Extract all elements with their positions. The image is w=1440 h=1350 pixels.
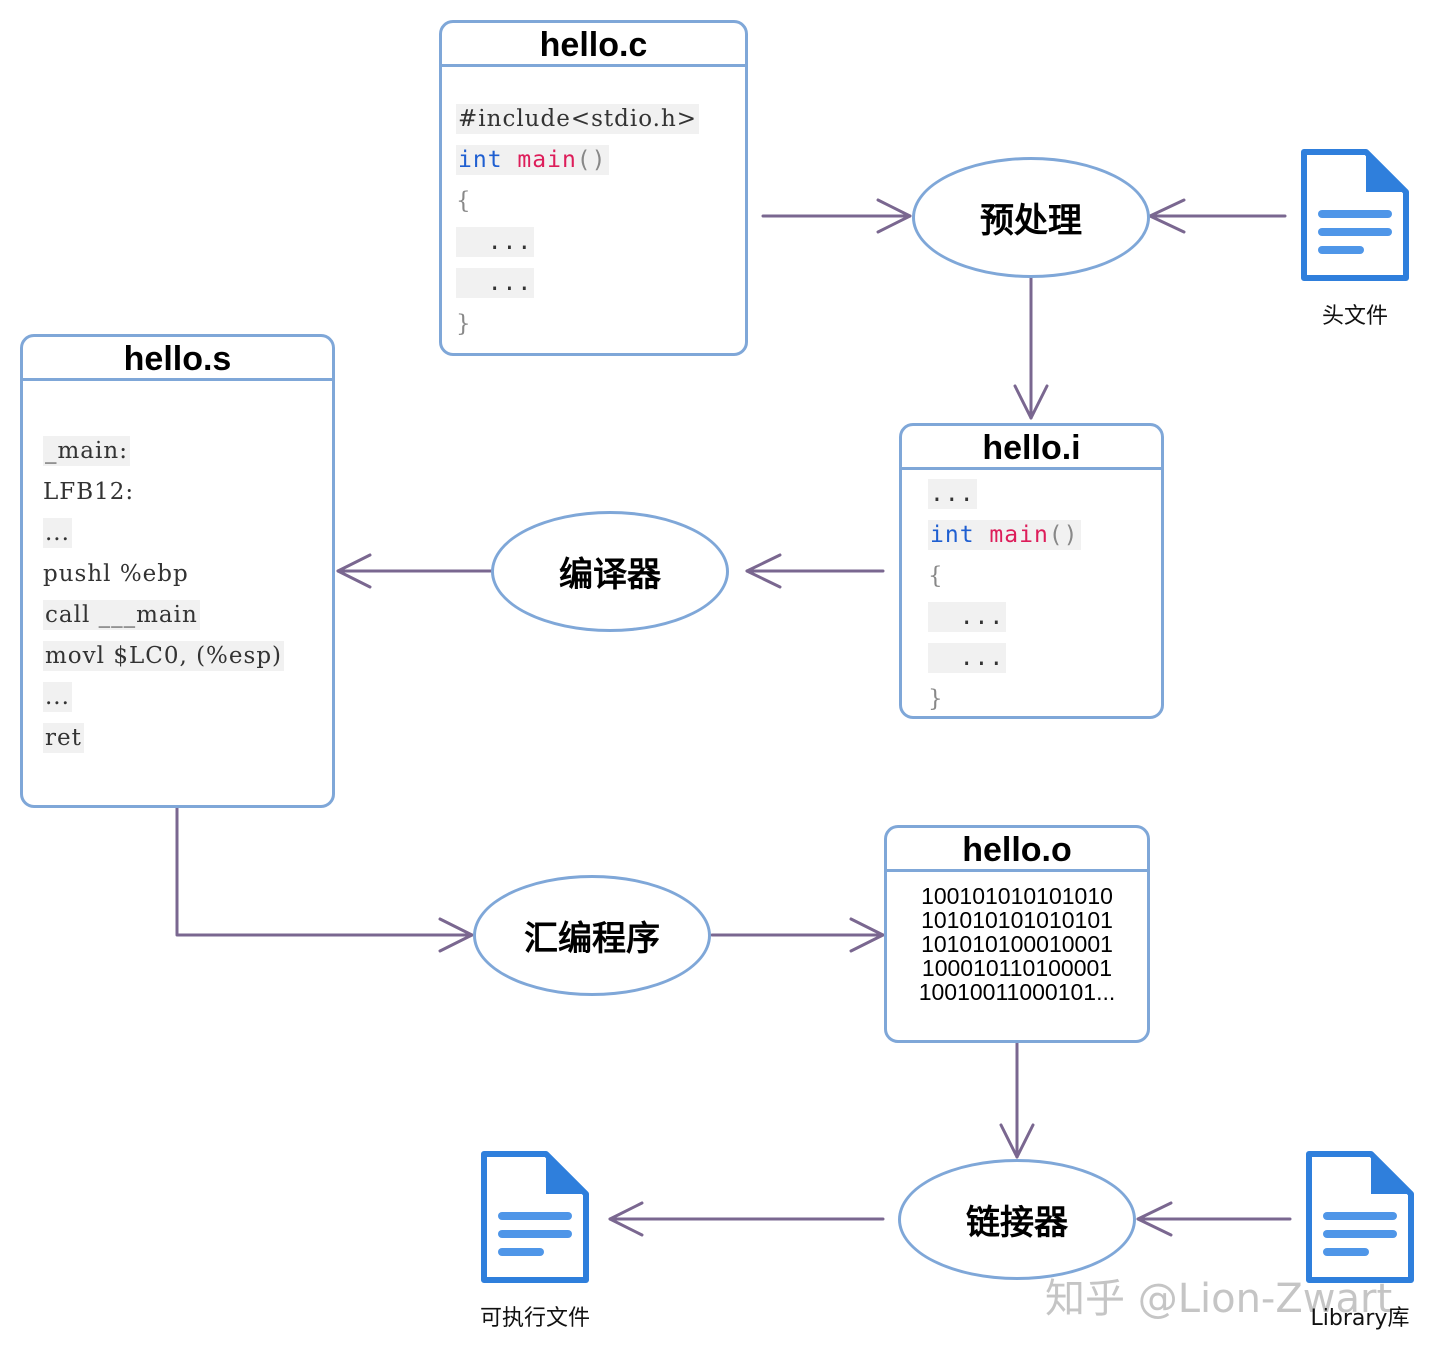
preprocess-step: 预处理 <box>912 157 1150 278</box>
keyword-int: int <box>930 522 975 548</box>
code-line: ... <box>43 682 72 712</box>
watermark: 知乎 @Lion-Zwart <box>1045 1276 1393 1322</box>
arrow-library-to-linker <box>1136 1201 1292 1237</box>
parens: () <box>576 147 607 173</box>
binary-line: 10010011000101... <box>918 979 1116 1005</box>
ellipsis-line: ... <box>487 270 533 296</box>
hello-i-box: hello.i ... int main() { ... ... } <box>899 423 1164 719</box>
arrow-hello-o-to-linker <box>999 1041 1035 1159</box>
compiler-step: 编译器 <box>491 511 729 632</box>
hello-o-box: hello.o 100101010101010 101010101010101 … <box>884 825 1150 1043</box>
code-line: call ___main <box>43 600 200 630</box>
binary-line: 100010110100001 <box>921 955 1113 981</box>
ellipsis-line: ... <box>959 604 1005 630</box>
arrow-hello-c-to-preprocess <box>761 198 912 234</box>
code-line: pushl %ebp <box>43 561 189 587</box>
linker-step: 链接器 <box>898 1159 1136 1280</box>
arrow-assembler-to-hello-o <box>710 917 885 953</box>
header-file-icon <box>1301 149 1409 281</box>
code-line: #include<stdio.h> <box>456 104 700 134</box>
code-line: _main: <box>43 436 130 466</box>
hello-s-title: hello.s <box>23 337 332 381</box>
binary-line: 101010101010101 <box>921 907 1113 933</box>
arrow-compiler-to-hello-s <box>336 553 494 589</box>
hello-s-box: hello.s _main: LFB12: ... pushl %ebp cal… <box>20 334 335 808</box>
code-line: ... <box>43 518 72 548</box>
hello-c-code: #include<stdio.h> int main() { ... ... } <box>456 99 735 345</box>
arrow-preprocess-to-hello-i <box>1013 276 1049 420</box>
library-file-icon <box>1306 1151 1414 1283</box>
parens: () <box>1048 522 1079 548</box>
ellipsis-line: ... <box>487 229 533 255</box>
open-brace: { <box>456 188 472 214</box>
code-line: ret <box>43 723 84 753</box>
hello-c-title: hello.c <box>442 23 745 67</box>
close-brace: } <box>456 311 472 337</box>
executable-file-caption: 可执行文件 <box>479 1306 590 1331</box>
hello-s-code: _main: LFB12: ... pushl %ebp call ___mai… <box>43 431 322 759</box>
function-main: main <box>989 522 1049 548</box>
keyword-int: int <box>458 147 503 173</box>
binary-line: 101010100010001 <box>921 931 1113 957</box>
arrow-hello-i-to-compiler <box>745 553 885 589</box>
hello-c-box: hello.c #include<stdio.h> int main() { .… <box>439 20 748 356</box>
executable-file-icon <box>481 1151 589 1283</box>
hello-i-title: hello.i <box>902 426 1161 470</box>
arrow-hello-s-to-assembler <box>175 806 474 953</box>
function-main: main <box>517 147 577 173</box>
hello-o-title: hello.o <box>887 828 1147 872</box>
code-line: movl $LC0, (%esp) <box>43 641 285 671</box>
ellipsis-line: ... <box>959 645 1005 671</box>
arrow-linker-to-executable <box>608 1201 885 1237</box>
hello-i-code: ... int main() { ... ... } <box>928 474 1151 720</box>
open-brace: { <box>928 563 944 589</box>
assembler-step: 汇编程序 <box>473 875 711 996</box>
library-file-caption: Library库 <box>1310 1306 1410 1331</box>
header-file-caption: 头文件 <box>1321 304 1388 329</box>
arrow-header-to-preprocess <box>1148 198 1287 234</box>
binary-line: 100101010101010 <box>921 883 1113 909</box>
ellipsis-line: ... <box>928 479 977 509</box>
close-brace: } <box>928 686 944 712</box>
code-line: LFB12: <box>43 479 135 505</box>
binary-content: 100101010101010 101010101010101 10101010… <box>887 884 1147 1004</box>
